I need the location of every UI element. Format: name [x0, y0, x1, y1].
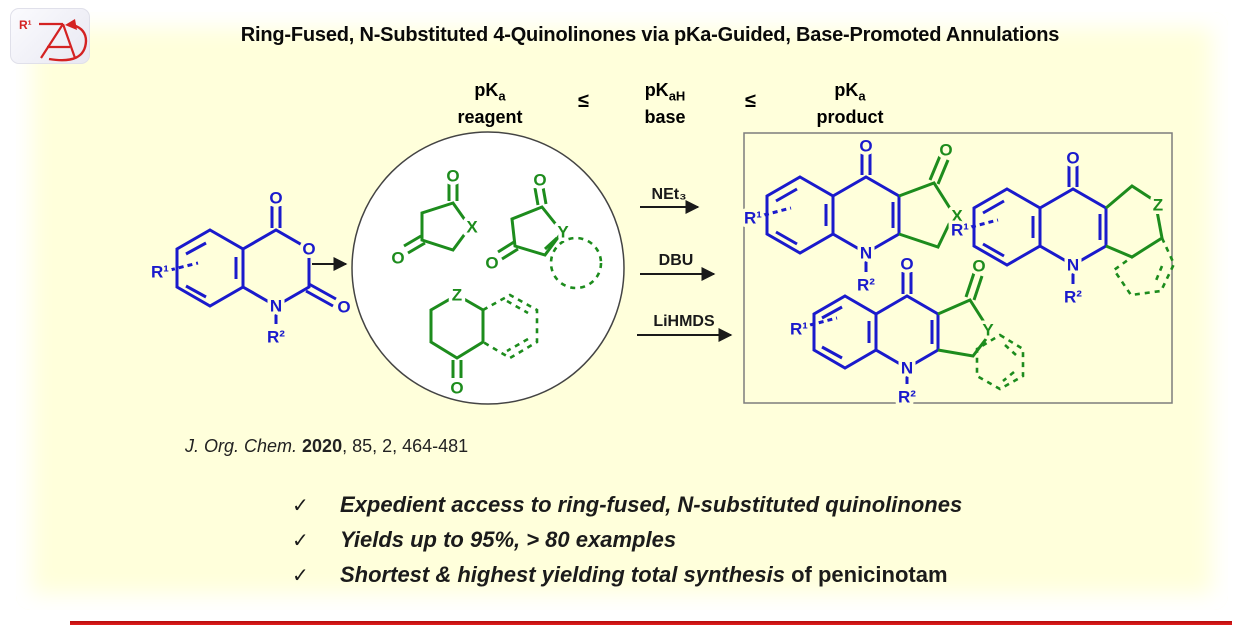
reactant-atom-labels: O O O N R² R¹ [148, 185, 355, 350]
reagent-circle [351, 131, 625, 405]
product-x-fused-quinolinone: O N R² R¹ O X [741, 133, 967, 298]
check-icon: ✓ [292, 565, 309, 587]
atom-label-o: O [972, 257, 985, 276]
atom-label-o: O [533, 171, 546, 190]
journal-logo: R¹ [10, 8, 90, 64]
atom-label-o: O [446, 167, 459, 186]
atom-label-r1: R¹ [151, 263, 169, 282]
atom-label-o: O [859, 137, 872, 156]
atom-label-y: Y [557, 223, 569, 242]
product-box [743, 132, 1173, 404]
pka-base-main: pK [644, 80, 669, 100]
atom-label-r2: R² [898, 388, 916, 407]
atom-label-r1: R¹ [951, 221, 969, 240]
atom-label-o: O [900, 255, 913, 274]
atom-label-o: O [337, 298, 350, 317]
atom-label-z: Z [1153, 196, 1163, 215]
highlight-item: ✓ Yields up to 95%, > 80 examples [292, 527, 962, 562]
atom-label-o: O [269, 189, 282, 208]
highlight-text-italic: Shortest & highest yielding total synthe… [340, 562, 785, 587]
atom-label-n: N [860, 244, 872, 263]
reactant-isatoic-anhydride [169, 206, 337, 324]
atom-label-o: O [1066, 149, 1079, 168]
pka-base-word: base [644, 106, 686, 127]
atom-label-r2: R² [267, 328, 285, 347]
check-icon: ✓ [292, 495, 309, 517]
citation-details: , 85, 2, 464-481 [342, 436, 469, 456]
pka-product-sub: a [858, 88, 866, 104]
atom-label-o: O [450, 379, 463, 398]
atom-label-o: O [391, 249, 404, 268]
atom-label-n: N [1067, 256, 1079, 275]
journal-logo-art: R¹ [19, 18, 88, 62]
highlight-item: ✓ Shortest & highest yielding total synt… [292, 562, 962, 597]
pka-reagent-word: reagent [457, 106, 523, 127]
citation-year: 2020 [302, 436, 343, 456]
pka-term-product: pKa product [795, 80, 905, 128]
highlight-text-plain: of penicinotam [784, 562, 948, 587]
pka-term-reagent: pKa reagent [440, 80, 540, 128]
atom-label-r1: R¹ [744, 209, 762, 228]
bottom-red-rule [70, 621, 1232, 625]
atom-label-x: X [466, 218, 478, 237]
highlight-text-italic: Expedient access to ring-fused, N-substi… [340, 492, 963, 517]
highlight-text-italic: Yields up to 95%, > 80 examples [340, 527, 677, 552]
leq-operator-2: ≤ [745, 90, 756, 112]
atom-label-x: X [951, 207, 963, 226]
leq-operator-1: ≤ [578, 90, 589, 112]
atom-label-r2: R² [857, 276, 875, 295]
atom-label-r2: R² [1064, 288, 1082, 307]
highlight-item: ✓ Expedient access to ring-fused, N-subs… [292, 492, 962, 527]
pka-reagent-sub: a [498, 88, 506, 104]
base-label-net3: NEt₃ [652, 186, 687, 203]
base-arrows: NEt₃ DBU LiHMDS [637, 186, 733, 342]
atom-label-y: Y [982, 321, 994, 340]
reagent-z-ketone [429, 293, 539, 378]
pka-reagent-main: pK [474, 80, 499, 100]
base-label-dbu: DBU [659, 252, 694, 269]
pka-term-base: pKaH base [615, 80, 715, 128]
logo-r1-label: R¹ [19, 18, 32, 32]
reagent-y-labels: O O Y [482, 167, 573, 276]
highlights-list: ✓ Expedient access to ring-fused, N-subs… [292, 492, 962, 597]
atom-label-n: N [901, 359, 913, 378]
logo-arrowhead-icon [65, 19, 77, 30]
citation-journal: J. Org. Chem. [185, 436, 303, 456]
atom-label-o: O [302, 240, 315, 259]
atom-label-r1: R¹ [790, 320, 808, 339]
atom-label-n: N [270, 297, 282, 316]
product-z-fused-quinolinone: O N R² R¹ Z [948, 145, 1176, 310]
slide-background-panel [16, 12, 1228, 610]
reagent-x-labels: O O X [388, 163, 482, 271]
check-icon: ✓ [292, 530, 309, 552]
base-label-lihmds: LiHMDS [653, 313, 715, 330]
product-y-fused-quinolinone: O N R² R¹ O Y [787, 251, 1025, 410]
atom-label-o: O [485, 254, 498, 273]
pka-base-sub: aH [668, 88, 686, 104]
reagent-y-enone [497, 186, 603, 290]
atom-label-z: Z [452, 286, 462, 305]
slide-title: Ring-Fused, N-Substituted 4-Quinolinones… [240, 24, 1060, 46]
pka-product-main: pK [834, 80, 859, 100]
atom-label-o: O [939, 141, 952, 160]
logo-cycle-arrow [48, 23, 88, 62]
pka-product-word: product [816, 106, 884, 127]
reagent-z-labels: Z O [447, 282, 467, 401]
citation: J. Org. Chem. 2020, 85, 2, 464-481 [185, 436, 468, 457]
logo-a-glyph [40, 23, 77, 59]
reagent-x-dione [403, 183, 472, 255]
